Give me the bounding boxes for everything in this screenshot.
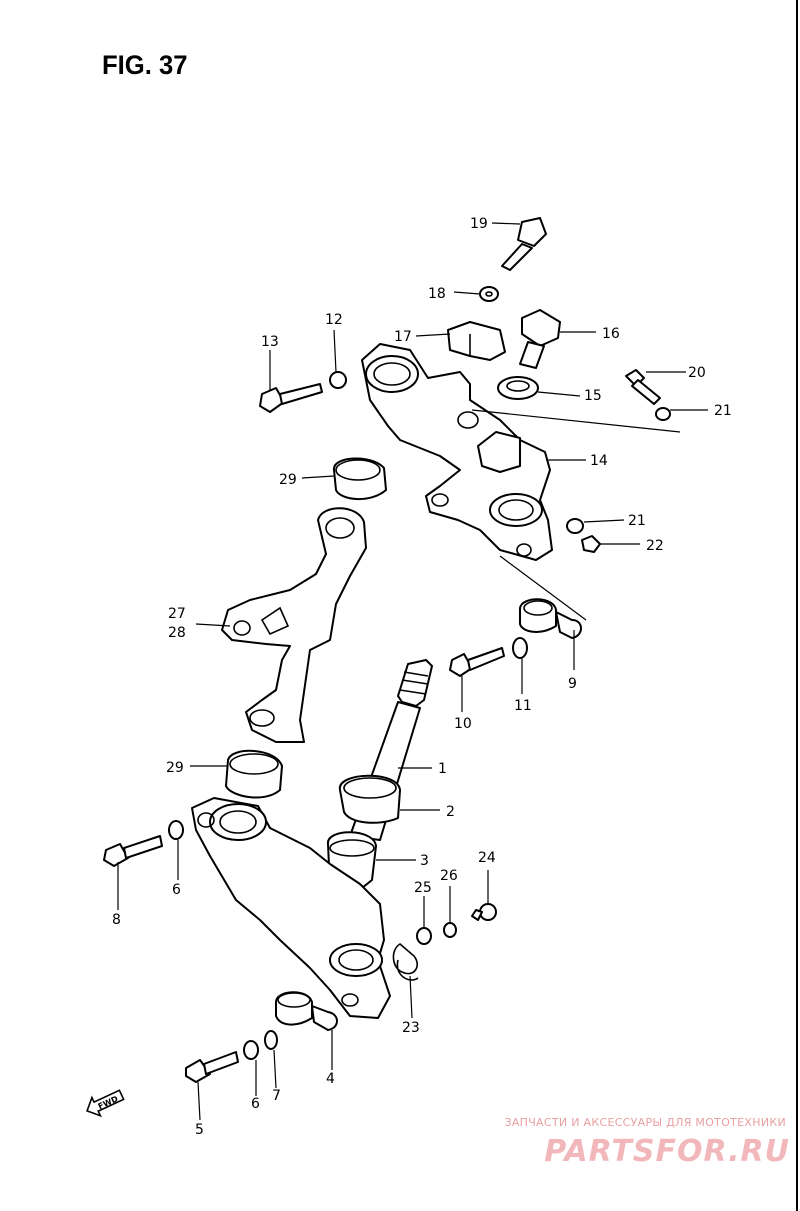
part-11-washer [512, 637, 528, 659]
callout-8: 8 [112, 912, 121, 928]
callout-2: 2 [446, 804, 455, 820]
part-13-bolt [259, 383, 323, 413]
callout-3: 3 [420, 853, 429, 869]
part-27-28-bracket [221, 507, 367, 743]
callout-15: 15 [584, 388, 602, 404]
watermark-tagline: ЗАПЧАСТИ И АКСЕССУАРЫ ДЛЯ МОТОТЕХНИКИ [504, 1116, 786, 1129]
callout-18: 18 [428, 286, 446, 302]
callout-14: 14 [590, 453, 608, 469]
part-24-screw [471, 903, 497, 921]
part-14-upper-bracket [361, 343, 553, 561]
callout-17: 17 [394, 329, 412, 345]
watermark-logo: PARTSFOR.RU [544, 1134, 790, 1169]
part-15-washer [497, 376, 539, 400]
callout-21b: 21 [628, 513, 646, 529]
part-9-cable-guide [519, 598, 582, 639]
fwd-label: FWD [97, 1094, 120, 1111]
callout-1: 1 [438, 761, 447, 777]
callout-13: 13 [261, 334, 279, 350]
part-19-bolt [501, 217, 547, 271]
part-12-washer [329, 371, 347, 389]
lower-bracket [191, 797, 391, 1019]
part-16-bolt [519, 309, 561, 369]
fwd-arrow-icon: FWD [86, 1089, 125, 1118]
callout-29a: 29 [279, 472, 297, 488]
callout-10: 10 [454, 716, 472, 732]
part-23-clip [392, 943, 419, 981]
part-6-washer-a [168, 820, 184, 840]
callout-25: 25 [414, 880, 432, 896]
callout-4: 4 [326, 1071, 335, 1087]
callout-29b: 29 [166, 760, 184, 776]
callout-6b: 6 [251, 1096, 260, 1112]
callout-23: 23 [402, 1020, 420, 1036]
part-10-bolt [449, 647, 505, 677]
callout-19: 19 [470, 216, 488, 232]
callout-9: 9 [568, 676, 577, 692]
part-4-cable-guide [275, 991, 338, 1031]
part-17-clamp [447, 321, 506, 361]
callout-11: 11 [514, 698, 532, 714]
figure-title: FIG. 37 [102, 50, 188, 80]
callout-5: 5 [195, 1122, 204, 1138]
part-21-washer-a [655, 407, 671, 421]
callout-27: 27 [168, 606, 186, 622]
callout-21a: 21 [714, 403, 732, 419]
part-8-bolt [103, 835, 163, 867]
part-29-seal-lower [225, 749, 283, 799]
callout-20: 20 [688, 365, 706, 381]
part-29-seal-upper [333, 457, 387, 500]
callout-28: 28 [168, 625, 186, 641]
part-5-bolt [185, 1051, 239, 1083]
part-21-washer-b [566, 518, 584, 534]
part-25-washer [416, 927, 432, 945]
part-18-washer [479, 286, 499, 302]
leader-lines [117, 222, 708, 1121]
part-7-washer [264, 1030, 278, 1050]
callout-7: 7 [272, 1088, 281, 1104]
part-22-nut [581, 535, 601, 553]
callout-22: 22 [646, 538, 664, 554]
part-6-washer-b [243, 1040, 259, 1060]
part-20-bolt [625, 369, 661, 405]
callout-24: 24 [478, 850, 496, 866]
callout-6a: 6 [172, 882, 181, 898]
part-26-washer [443, 922, 457, 938]
callout-16: 16 [602, 326, 620, 342]
callout-12: 12 [325, 312, 343, 328]
callout-26: 26 [440, 868, 458, 884]
